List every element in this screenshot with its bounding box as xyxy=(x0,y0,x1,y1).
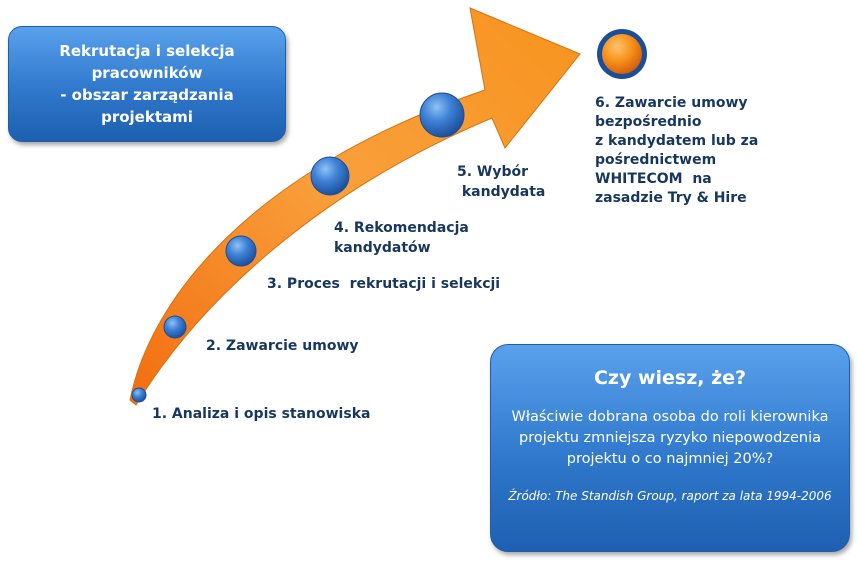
title-line-2: pracowników xyxy=(91,64,203,82)
info-source: Źródło: The Standish Group, raport za la… xyxy=(508,489,832,503)
step-1-label: 1. Analiza i opis stanowiska xyxy=(152,406,371,422)
step-6-label: 6. Zawarcie umowy bezpośrednio z kandyda… xyxy=(595,95,759,206)
step-4-label: 4. Rekomendacja kandydatów xyxy=(334,220,469,256)
step-2-circle xyxy=(163,315,187,339)
step-3-circle xyxy=(225,235,257,267)
step-4-circle xyxy=(310,156,350,196)
title-line-1: Rekrutacja i selekcja xyxy=(59,42,235,60)
info-heading: Czy wiesz, że? xyxy=(593,367,747,389)
step-1-circle xyxy=(131,387,147,403)
info-body: Właściwie dobrana osoba do roli kierowni… xyxy=(511,409,829,467)
step-5-circle xyxy=(419,92,465,138)
title-line-4: projektami xyxy=(101,108,193,126)
orange-arrow xyxy=(129,7,581,406)
step-2-label: 2. Zawarcie umowy xyxy=(206,338,359,354)
step-3-label: 3. Proces rekrutacji i selekcji xyxy=(267,276,501,292)
title-line-3: - obszar zarządzania xyxy=(60,86,234,104)
step-5-label: 5. Wybór kandydata xyxy=(457,164,546,200)
did-you-know-box: Czy wiesz, że? Właściwie dobrana osoba d… xyxy=(490,344,850,552)
step-6-circle-inner xyxy=(602,34,642,74)
title-box: Rekrutacja i selekcja pracowników - obsz… xyxy=(8,26,286,142)
